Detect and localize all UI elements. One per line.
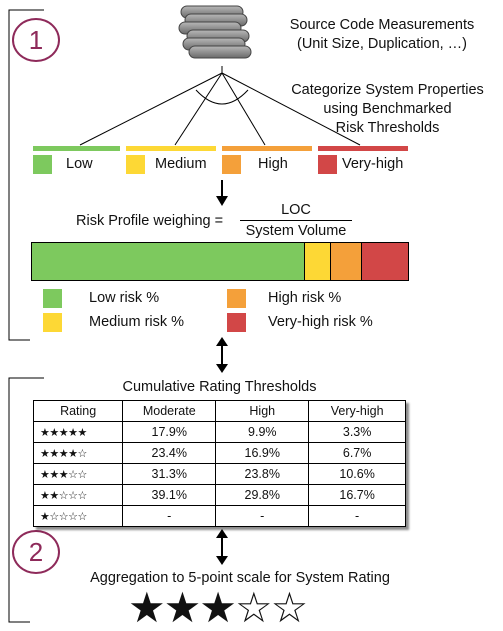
rating-stars: ★★★★★ xyxy=(32,421,124,443)
cell-high: 9.9% xyxy=(215,421,310,443)
category-bar-high xyxy=(222,146,312,151)
rating-stars: ★★☆☆☆ xyxy=(32,484,124,506)
source-files-icon xyxy=(178,5,252,59)
legend-label-low: Low risk % xyxy=(89,290,160,306)
table-row: ★★★☆☆ 31.3% 23.8% 10.6% xyxy=(32,463,406,485)
cell-moderate: 39.1% xyxy=(122,484,217,506)
category-label-high: High xyxy=(258,156,288,172)
cell-very-high: 3.3% xyxy=(308,421,406,443)
cell-high: 16.9% xyxy=(215,442,310,464)
category-swatch-very-high xyxy=(318,155,337,174)
down-arrow-icon xyxy=(216,180,228,206)
bracket-bottom xyxy=(8,377,44,623)
table-header-row: Rating Moderate High Very-high xyxy=(32,400,406,422)
category-label-low: Low xyxy=(66,156,93,172)
formula-left: Risk Profile weighing = xyxy=(76,213,224,229)
cell-moderate: 17.9% xyxy=(122,421,217,443)
rating-thresholds-table: Rating Moderate High Very-high ★★★★★ 17.… xyxy=(32,400,406,527)
header-high: High xyxy=(215,400,310,422)
category-bar-very-high xyxy=(318,146,408,151)
category-bar-medium xyxy=(126,146,216,151)
cell-high: 29.8% xyxy=(215,484,310,506)
cell-very-high: 10.6% xyxy=(308,463,406,485)
category-bar-low xyxy=(33,146,120,151)
table-row: ★★☆☆☆ 39.1% 29.8% 16.7% xyxy=(32,484,406,506)
formula-denominator: System Volume xyxy=(245,223,347,239)
cell-moderate: 31.3% xyxy=(122,463,217,485)
risk-segment-high xyxy=(330,243,361,280)
legend-swatch-low xyxy=(43,289,62,308)
table-row: ★☆☆☆☆ - - - xyxy=(32,505,406,527)
risk-segment-medium xyxy=(303,243,331,280)
double-arrow-icon xyxy=(216,529,228,565)
legend-label-very-high: Very-high risk % xyxy=(268,314,373,330)
header-moderate: Moderate xyxy=(122,400,217,422)
marker-1: 1 xyxy=(12,18,60,62)
legend-label-medium: Medium risk % xyxy=(89,314,185,330)
table-row: ★★★★★ 17.9% 9.9% 3.3% xyxy=(32,421,406,443)
categorize-line-1: Categorize System Properties xyxy=(291,82,484,98)
header-rating: Rating xyxy=(32,400,124,422)
cell-very-high: 6.7% xyxy=(308,442,406,464)
source-line-2: (Unit Size, Duplication, …) xyxy=(296,36,468,52)
categorize-fan xyxy=(79,66,361,146)
header-very-high: Very-high xyxy=(308,400,406,422)
cell-very-high: 16.7% xyxy=(308,484,406,506)
bracket-top xyxy=(8,9,44,341)
formula-fraction-line xyxy=(240,220,352,221)
legend-label-high: High risk % xyxy=(268,290,342,306)
aggregation-text: Aggregation to 5-point scale for System … xyxy=(90,570,390,586)
cell-moderate: 23.4% xyxy=(122,442,217,464)
legend-swatch-very-high xyxy=(227,313,246,332)
risk-segment-low xyxy=(32,243,304,280)
system-rating-stars: ★★★☆☆ xyxy=(128,584,308,631)
source-line-1: Source Code Measurements xyxy=(289,17,475,33)
rating-stars: ★☆☆☆☆ xyxy=(32,505,124,527)
category-label-medium: Medium xyxy=(155,156,207,172)
table-title: Cumulative Rating Thresholds xyxy=(122,379,317,395)
risk-profile-bar xyxy=(31,242,409,281)
table-row: ★★★★☆ 23.4% 16.9% 6.7% xyxy=(32,442,406,464)
rating-stars: ★★★☆☆ xyxy=(32,463,124,485)
double-arrow-icon xyxy=(216,337,228,373)
cell-very-high: - xyxy=(308,505,406,527)
source-text: Source Code Measurements (Unit Size, Dup… xyxy=(262,16,502,54)
categorize-text: Categorize System Properties using Bench… xyxy=(272,81,503,138)
risk-segment-very-high xyxy=(360,243,408,280)
cell-moderate: - xyxy=(122,505,217,527)
formula-numerator: LOC xyxy=(281,202,311,218)
category-swatch-high xyxy=(222,155,241,174)
category-swatch-medium xyxy=(126,155,145,174)
legend-swatch-high xyxy=(227,289,246,308)
cell-high: - xyxy=(215,505,310,527)
legend-swatch-medium xyxy=(43,313,62,332)
rating-stars: ★★★★☆ xyxy=(32,442,124,464)
categorize-line-3: Risk Thresholds xyxy=(335,120,440,136)
marker-2: 2 xyxy=(12,530,60,574)
categorize-line-2: using Benchmarked xyxy=(323,101,452,117)
category-swatch-low xyxy=(33,155,52,174)
category-label-very-high: Very-high xyxy=(342,156,404,172)
cell-high: 23.8% xyxy=(215,463,310,485)
